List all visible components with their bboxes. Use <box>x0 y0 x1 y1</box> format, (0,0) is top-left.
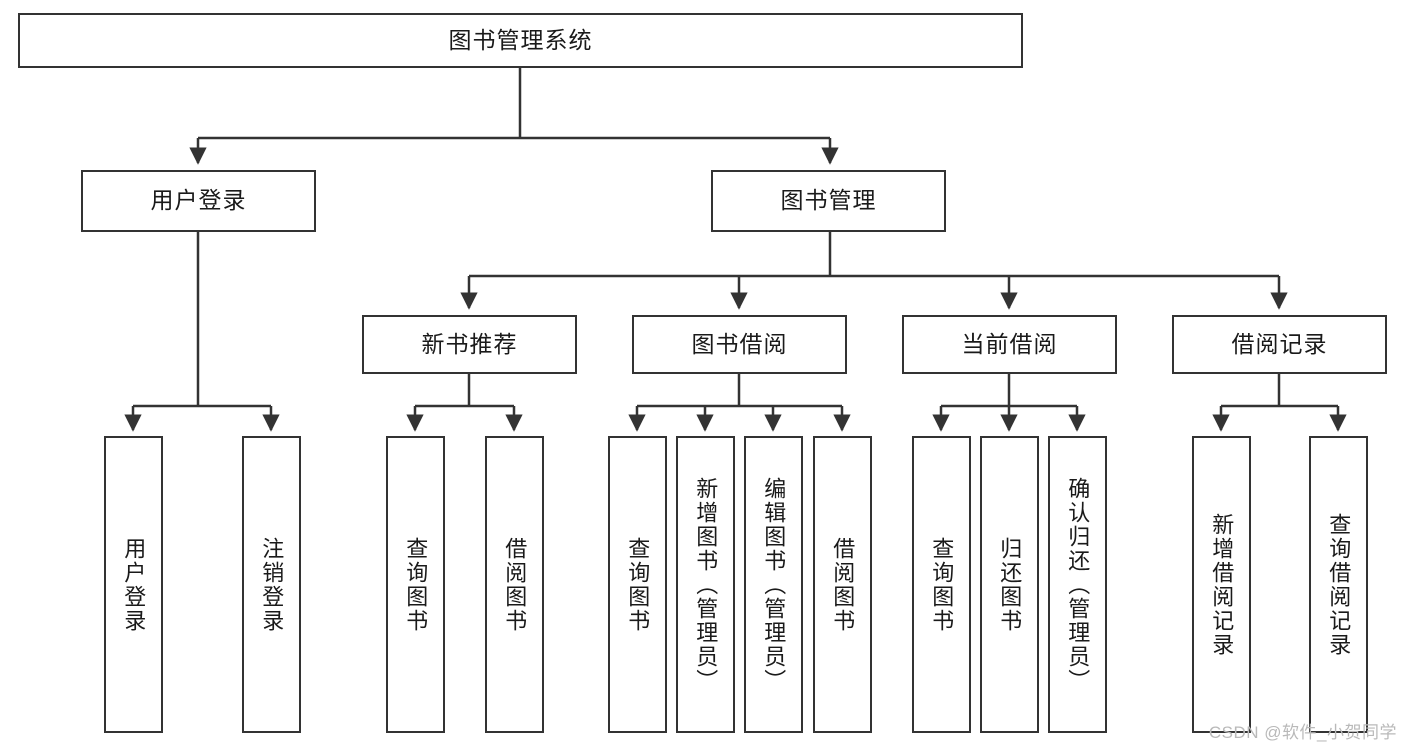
node-label: 新增借阅记录 <box>1209 512 1235 657</box>
node-label: 注销登录 <box>259 536 285 633</box>
node-label: 确认归还（管理员） <box>1065 476 1091 693</box>
node-label: 新书推荐 <box>421 330 518 357</box>
node-borrow-records[interactable]: 借阅记录 <box>1172 315 1387 374</box>
node-label: 查询借阅记录 <box>1326 512 1352 657</box>
node-root-system[interactable]: 图书管理系统 <box>18 13 1023 68</box>
node-leaf-borrow-book[interactable]: 借阅图书 <box>813 436 872 733</box>
node-user-login[interactable]: 用户登录 <box>81 170 316 232</box>
node-leaf-query-book-current[interactable]: 查询图书 <box>912 436 971 733</box>
node-label: 借阅图书 <box>502 536 528 633</box>
node-label: 查询图书 <box>625 536 651 633</box>
node-label: 借阅记录 <box>1231 330 1328 357</box>
node-current-borrow[interactable]: 当前借阅 <box>902 315 1117 374</box>
node-label: 查询图书 <box>403 536 429 633</box>
node-leaf-borrow-book-rec[interactable]: 借阅图书 <box>485 436 544 733</box>
node-label: 图书管理系统 <box>448 26 593 53</box>
node-label: 图书借阅 <box>691 330 788 357</box>
node-label: 编辑图书（管理员） <box>761 476 787 693</box>
node-label: 查询图书 <box>929 536 955 633</box>
node-label: 新增图书（管理员） <box>693 476 719 693</box>
node-label: 用户登录 <box>150 187 247 214</box>
node-label: 借阅图书 <box>830 536 856 633</box>
node-leaf-query-borrow-record[interactable]: 查询借阅记录 <box>1309 436 1368 733</box>
node-new-book-recommendation[interactable]: 新书推荐 <box>362 315 577 374</box>
node-leaf-query-book-rec[interactable]: 查询图书 <box>386 436 445 733</box>
node-leaf-logout[interactable]: 注销登录 <box>242 436 301 733</box>
watermark: CSDN @软件_小贺同学 <box>1208 723 1397 742</box>
node-leaf-return-book[interactable]: 归还图书 <box>980 436 1039 733</box>
node-leaf-add-book-admin[interactable]: 新增图书（管理员） <box>676 436 735 733</box>
node-label: 归还图书 <box>997 536 1023 633</box>
node-label: 用户登录 <box>121 536 147 633</box>
node-leaf-edit-book-admin[interactable]: 编辑图书（管理员） <box>744 436 803 733</box>
node-leaf-query-book[interactable]: 查询图书 <box>608 436 667 733</box>
node-leaf-add-borrow-record[interactable]: 新增借阅记录 <box>1192 436 1251 733</box>
node-leaf-confirm-return-admin[interactable]: 确认归还（管理员） <box>1048 436 1107 733</box>
node-label: 当前借阅 <box>961 330 1058 357</box>
node-leaf-user-login[interactable]: 用户登录 <box>104 436 163 733</box>
node-book-borrow[interactable]: 图书借阅 <box>632 315 847 374</box>
node-label: 图书管理 <box>780 187 877 214</box>
node-book-management[interactable]: 图书管理 <box>711 170 946 232</box>
